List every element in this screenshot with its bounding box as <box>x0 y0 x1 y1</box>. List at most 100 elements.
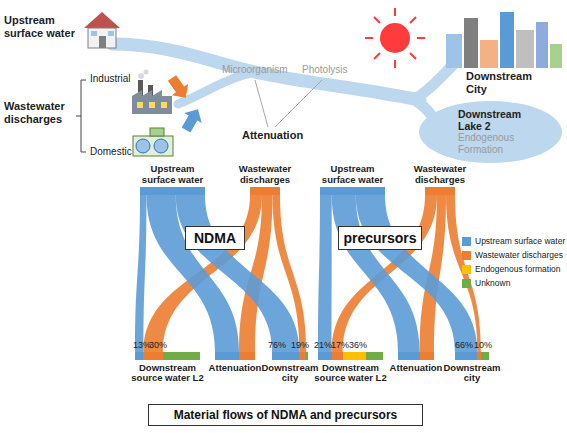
bar-label-group: Upstream surface water <box>133 164 213 185</box>
bar-label-group: Attenuation <box>205 363 265 373</box>
flow-band <box>135 195 147 352</box>
bar-label-group: Downstream source water L2 <box>127 363 209 384</box>
legend-row: Wastewater discharges <box>462 248 565 262</box>
process-label: Microorganism <box>222 64 288 76</box>
bar-label-group: Upstream surface water <box>313 164 393 185</box>
sink-bar: Downstream city <box>455 352 489 360</box>
legend-row: Upstream surface water <box>462 234 565 248</box>
sink-bar: Attenuation <box>215 352 255 360</box>
bar-label-group: Wastewater discharges <box>405 164 475 185</box>
bar-label-group: Downstream source water L2 <box>310 363 392 384</box>
legend: Upstream surface waterWastewater dischar… <box>462 234 565 290</box>
source-bar: Wastewater discharges <box>425 187 455 195</box>
treatment-plant <box>133 136 173 156</box>
building <box>536 22 548 68</box>
bar-segment <box>163 352 200 360</box>
bar-segment <box>481 352 489 360</box>
building <box>446 34 462 68</box>
lake-ellipse: Downstream Lake 2Endogenous Formation <box>418 100 563 164</box>
bar-label: Downstream city <box>261 363 319 384</box>
source-bar: Wastewater discharges <box>250 187 280 195</box>
factory-window <box>161 102 167 108</box>
river-branch <box>415 66 452 99</box>
treatment-tank <box>154 139 168 153</box>
legend-swatch <box>462 251 471 260</box>
legend-text: Upstream surface water <box>475 236 565 246</box>
bar-segment <box>306 352 308 360</box>
bar-segment <box>135 352 143 360</box>
bar-segment <box>239 352 255 360</box>
bar-label-group: Downstream city <box>443 363 501 384</box>
flow-band <box>318 195 332 352</box>
house-door <box>99 36 106 48</box>
treatment-tank <box>136 139 150 153</box>
industrial-arrow <box>164 72 194 103</box>
building <box>500 12 514 68</box>
legend-row: Unknown <box>462 276 565 290</box>
bar-label-group: Wastewater discharges <box>230 164 300 185</box>
legend-text: Wastewater discharges <box>475 250 563 260</box>
lake-heading: Downstream Lake 2 <box>458 108 542 132</box>
bar-segment <box>272 352 299 360</box>
house-window <box>108 31 114 36</box>
bar-segment <box>320 187 385 195</box>
percent-label: 21% <box>314 340 332 350</box>
sink-bar: Downstream city <box>272 352 308 360</box>
bar-label: Downstream city <box>443 363 501 384</box>
bar-segment <box>140 187 205 195</box>
bar-label-group: Downstream city <box>261 363 319 384</box>
legend-text: Endogenous formation <box>475 264 561 274</box>
sun <box>380 23 410 53</box>
smoke <box>138 73 144 79</box>
bar-segment <box>343 352 366 360</box>
flow-band <box>356 195 478 352</box>
flow-band <box>176 195 300 352</box>
building <box>464 18 478 68</box>
percent-label: 30% <box>149 340 167 350</box>
legend-row: Endogenous formation <box>462 262 565 276</box>
bar-segment <box>425 187 455 195</box>
bar-segment <box>420 352 434 360</box>
lake-text-group: Downstream Lake 2Endogenous Formation <box>458 108 542 155</box>
legend-swatch <box>462 237 471 246</box>
percent-label: 17% <box>331 340 349 350</box>
sink-bar: Downstream source water L2 <box>318 352 383 360</box>
percent-label: 36% <box>349 340 367 350</box>
percent-label: 13% <box>133 340 151 350</box>
percent-label: 76% <box>268 340 286 350</box>
bar-segment <box>143 352 163 360</box>
source-bar: Upstream surface water <box>140 187 205 195</box>
lake-water <box>419 101 562 163</box>
house-roof <box>84 12 120 28</box>
category-label: Domestic <box>90 146 132 158</box>
bar-label: Downstream source water L2 <box>310 363 392 384</box>
leader-line <box>255 80 322 127</box>
legend-swatch <box>462 265 471 274</box>
bar-segment <box>455 352 477 360</box>
smoke <box>144 70 149 75</box>
bracket <box>76 80 86 152</box>
title-box: NDMA <box>185 226 245 250</box>
house-window <box>91 31 97 36</box>
sun-rays <box>365 8 425 68</box>
title-box: precursors <box>338 226 422 250</box>
lake-note: Endogenous Formation <box>458 132 542 155</box>
sink-bar: Downstream source water L2 <box>135 352 200 360</box>
bar-label: Downstream source water L2 <box>127 363 209 384</box>
process-label: Attenuation <box>242 129 303 142</box>
place-label: Downstream City <box>466 70 538 95</box>
treatment-building <box>150 128 164 136</box>
source-bar: Upstream surface water <box>320 187 385 195</box>
box-title: Material flows of NDMA and precursors <box>174 408 398 422</box>
title-box: Material flows of NDMA and precursors <box>148 404 423 426</box>
percent-label: 19% <box>291 340 309 350</box>
bar-label: Upstream surface water <box>133 164 213 185</box>
category-label: Industrial <box>90 73 131 85</box>
bar-segment <box>398 352 420 360</box>
factory-window <box>149 102 155 108</box>
domestic-arrow <box>177 104 206 135</box>
source-label: Upstream surface water <box>4 14 84 39</box>
bar-label: Attenuation <box>386 363 446 373</box>
building <box>550 44 562 68</box>
